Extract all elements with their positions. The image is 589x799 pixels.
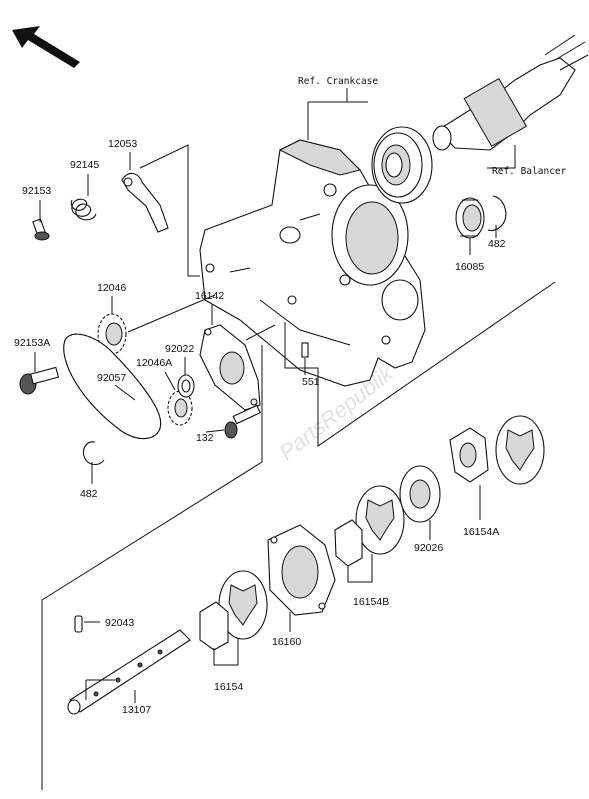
spring-92145 <box>70 198 97 221</box>
label-16142: 16142 <box>195 290 224 302</box>
pump-body-16160 <box>267 524 336 616</box>
label-12046: 12046 <box>97 282 126 294</box>
crankcase-reference-bracket <box>307 88 368 140</box>
gear-16085 <box>455 197 485 239</box>
label-482-right: 482 <box>488 238 506 250</box>
label-92057: 92057 <box>97 372 126 384</box>
label-132: 132 <box>196 432 214 444</box>
crankshaft-bearing <box>371 126 433 204</box>
pin-551 <box>301 342 309 358</box>
label-92022: 92022 <box>165 343 194 355</box>
label-16154A: 16154A <box>463 526 499 538</box>
bolt-92153A <box>19 366 60 395</box>
rotor-outer-16154A <box>495 415 545 485</box>
leader-16154B <box>347 554 373 583</box>
label-482-left: 482 <box>80 488 98 500</box>
label-92043: 92043 <box>105 617 134 629</box>
label-92145: 92145 <box>70 159 99 171</box>
crankcase-illustration <box>199 139 426 387</box>
housing-92026 <box>399 465 441 523</box>
label-16160: 16160 <box>272 636 301 648</box>
label-16154: 16154 <box>214 681 243 693</box>
bolt-92153 <box>32 218 50 241</box>
chain-92057 <box>63 333 162 439</box>
ref-balancer-label: Ref. Balancer <box>492 166 567 177</box>
bracket-link <box>245 324 276 341</box>
label-12046A: 12046A <box>136 357 172 369</box>
leader-12046 <box>111 294 216 333</box>
label-92026: 92026 <box>414 542 443 554</box>
label-92153: 92153 <box>22 185 51 197</box>
shaft-13107 <box>67 629 191 715</box>
washer-92022-hole <box>181 379 191 393</box>
pump-group-bracket-left <box>41 345 263 790</box>
rotor-inner-16154B <box>334 519 363 567</box>
tensioner-12053 <box>121 172 169 233</box>
leader-132 <box>205 429 225 433</box>
balancer-leader <box>487 145 516 169</box>
leader-13107 <box>85 679 136 703</box>
balancer-shaft <box>432 34 589 151</box>
ref-crankcase-label: Ref. Crankcase <box>298 76 378 87</box>
direction-arrow-icon <box>12 26 80 68</box>
pin-92043 <box>74 615 83 633</box>
leader-12046A <box>164 371 176 391</box>
leader-92057 <box>114 384 136 401</box>
pump-group-bracket-right <box>284 281 556 447</box>
leader-12053 <box>129 144 200 277</box>
cover-16142 <box>199 324 261 411</box>
leader-16154 <box>213 638 239 666</box>
label-551: 551 <box>302 376 320 388</box>
label-92153A: 92153A <box>14 337 50 349</box>
rotor-outer-16154 <box>218 570 268 640</box>
label-16085: 16085 <box>455 261 484 273</box>
bolt-132 <box>224 404 261 439</box>
label-13107: 13107 <box>122 704 151 716</box>
rotor-outer-16154B <box>355 485 405 555</box>
label-12053: 12053 <box>108 138 137 150</box>
label-16154B: 16154B <box>353 596 389 608</box>
circlip-482-right <box>487 195 507 232</box>
rotor-inner-16154 <box>199 601 229 651</box>
rotor-inner-16154A <box>449 427 489 483</box>
circlip-482-left <box>82 441 105 466</box>
sprocket-12046A <box>167 390 193 426</box>
